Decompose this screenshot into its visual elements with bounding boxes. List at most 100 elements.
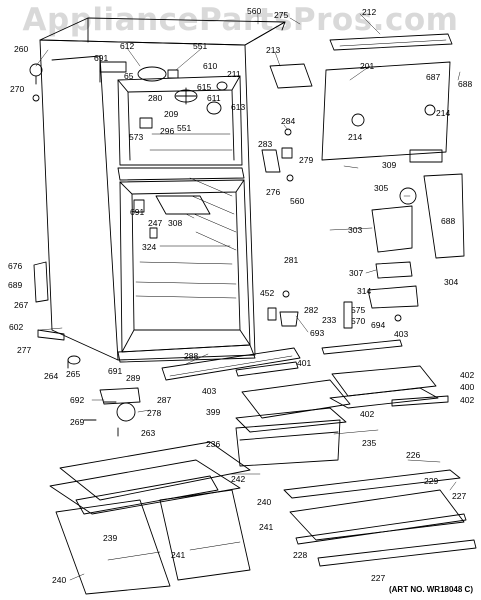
callout-551: 551 [177,123,192,133]
callout-309: 309 [382,160,397,170]
callout-236: 236 [206,439,221,449]
crisper-assembly [49,441,251,595]
grille [161,347,301,381]
callout-235: 235 [362,438,377,448]
callout-241: 241 [259,522,274,532]
callout-613: 613 [231,102,246,112]
callout-240: 240 [257,497,272,507]
callout-560: 560 [247,6,262,16]
callout-226: 226 [406,450,421,460]
callout-239: 239 [103,533,118,543]
callout-602: 602 [9,322,24,332]
callout-403: 403 [394,329,409,339]
callout-307: 307 [349,268,364,278]
callout-692: 692 [70,395,85,405]
callout-279: 279 [299,155,314,165]
callout-314: 314 [357,286,372,296]
callout-287: 287 [157,395,172,405]
callout-691: 691 [94,53,109,63]
bottom-shelf-set [283,469,477,567]
callout-611: 611 [207,93,221,103]
callout-247: 247 [148,218,163,228]
art-number: (ART NO. WR18048 C) [388,585,473,594]
callout-241: 241 [171,550,186,560]
callout-688: 688 [441,216,456,226]
callout-270: 270 [10,84,25,94]
callout-401: 401 [297,358,312,368]
callout-214: 214 [348,132,363,142]
callout-691: 691 [130,207,145,217]
callout-277: 277 [17,345,32,355]
callout-264: 264 [44,371,59,381]
callout-212: 212 [362,7,377,17]
callout-693: 693 [310,328,325,338]
callout-304: 304 [444,277,459,287]
callout-402: 402 [460,395,475,405]
callout-688: 688 [458,79,473,89]
callout-400: 400 [460,382,475,392]
callout-402: 402 [360,409,375,419]
callout-282: 282 [304,305,319,315]
callout-213: 213 [266,45,281,55]
callout-227: 227 [371,573,386,583]
callout-612: 612 [120,41,135,51]
middle-parts [261,128,402,329]
callout-610: 610 [203,61,218,71]
top-controls [99,61,228,129]
callout-260: 260 [14,44,29,54]
callout-452: 452 [260,288,275,298]
callout-691: 691 [108,366,123,376]
callout-289: 289 [126,373,141,383]
callout-214: 214 [436,108,451,118]
callout-303: 303 [348,225,363,235]
callout-233: 233 [322,315,337,325]
callout-201: 201 [360,61,375,71]
callout-269: 269 [70,417,85,427]
callout-211: 211 [227,69,241,79]
callout-242: 242 [231,474,246,484]
callout-560: 560 [290,196,305,206]
callout-229: 229 [424,476,439,486]
callout-551: 551 [193,41,208,51]
callout-209: 209 [164,109,179,119]
callout-65: 65 [124,71,134,81]
top-right-parts [269,33,465,309]
callout-687: 687 [426,72,441,82]
callout-305: 305 [374,183,389,193]
callout-276: 276 [266,187,281,197]
callout-308: 308 [168,218,183,228]
callout-280: 280 [148,93,163,103]
callout-275: 275 [274,10,289,20]
callout-263: 263 [141,428,156,438]
callout-281: 281 [284,255,299,265]
left-parts [29,63,81,369]
callout-676: 676 [8,261,23,271]
callout-288: 288 [184,351,199,361]
bottom-left-parts [83,387,141,437]
callout-573: 573 [129,132,144,142]
callout-324: 324 [142,242,157,252]
callout-689: 689 [8,280,23,290]
callout-278: 278 [147,408,162,418]
callout-284: 284 [281,116,296,126]
cabinet [39,17,286,363]
callout-283: 283 [258,139,273,149]
damper-area [133,195,211,239]
callout-570: 570 [351,316,366,326]
callout-402: 402 [460,370,475,380]
callout-240: 240 [52,575,67,585]
callout-265: 265 [66,369,81,379]
callout-399: 399 [206,407,221,417]
leader-lines [35,13,461,581]
callout-575: 575 [351,305,366,315]
callout-228: 228 [293,550,308,560]
callout-403: 403 [202,386,217,396]
callout-296: 296 [160,126,175,136]
callout-694: 694 [371,320,386,330]
callout-615: 615 [197,82,212,92]
shelves [235,339,449,467]
callout-267: 267 [14,300,29,310]
callout-227: 227 [452,491,467,501]
